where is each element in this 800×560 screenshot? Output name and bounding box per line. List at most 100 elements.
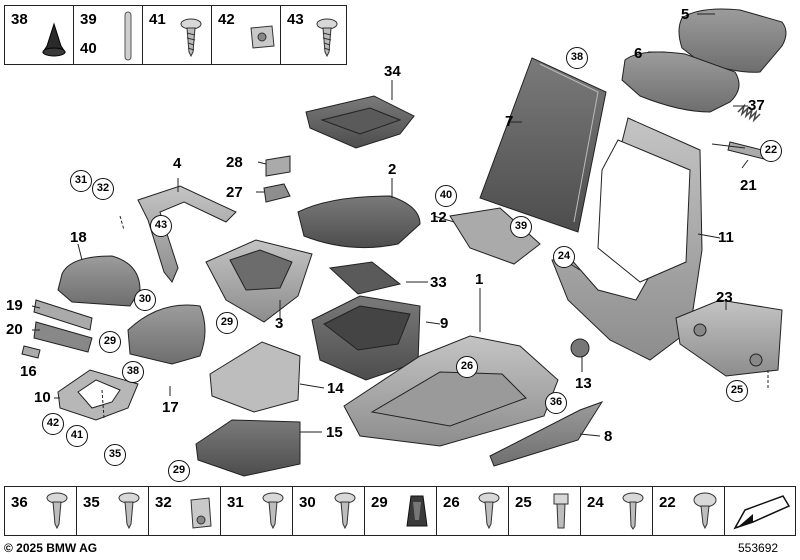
diagram-number: 553692 [738,541,779,555]
strip-cell: 24 [581,487,653,535]
strip-cell: 30 [293,487,365,535]
callout-label: 3 [275,315,284,332]
clip-16 [21,345,41,359]
part-number: 25 [515,494,532,511]
screw-icon [262,492,284,530]
tray-15 [195,419,301,477]
leader-lines [31,13,769,437]
callout-label: 18 [70,229,87,246]
callout-circle: 38 [122,361,144,383]
callout-label: 9 [440,315,449,332]
screw-icon [316,18,338,58]
copyright: © 2025 BMW AG [4,541,98,555]
screw-icon [693,492,717,530]
callout-label: 6 [634,45,643,62]
callout-label: 20 [6,321,23,338]
callout-label: 10 [34,389,51,406]
part-number: 26 [443,494,460,511]
strip-cell: 38 [5,6,74,64]
part-number: 40 [80,40,97,57]
carrier-14 [209,341,301,413]
screw-icon [478,492,500,530]
part-number: 41 [149,11,166,28]
strip-cell: 26 [437,487,509,535]
clip-nut-icon [250,25,275,49]
trim-frame [137,185,237,283]
callout-label: 14 [327,380,344,397]
callout-circle: 24 [553,246,575,268]
strip-cell: 42 [212,6,281,64]
front-lid [57,255,141,307]
callout-circle: 32 [92,178,114,200]
strip-cell [725,487,797,535]
armrest-lid-cover [678,8,787,73]
bolt-13 [570,338,590,358]
callout-circle: 36 [545,392,567,414]
trim-strip-20 [33,321,93,353]
part-number: 30 [299,494,316,511]
callout-label: 28 [226,154,243,171]
strip-cell: 43 [281,6,348,64]
armrest-pad [297,195,421,249]
callout-label: 34 [384,63,401,80]
fastener-strip-bottom: 36 35 32 31 30 29 26 25 [4,486,796,536]
callout-label: 21 [740,177,757,194]
callout-label: 37 [748,97,765,114]
strip-cell: 22 [653,487,725,535]
callout-circle: 42 [42,413,64,435]
bracket-12 [449,207,541,265]
callout-circle: 29 [168,460,190,482]
callout-circle: 41 [66,425,88,447]
clip-nut-icon [190,497,212,529]
callout-circle: 29 [216,312,238,334]
callout-circle: 30 [134,289,156,311]
strip-cell: 29 [365,487,437,535]
callout-label: 33 [430,274,447,291]
fastener-strip-top: 38 39 40 41 42 [4,5,347,65]
callout-label: 2 [388,161,397,178]
callout-circle: 31 [70,170,92,192]
part-number: 35 [83,494,100,511]
screw-icon [622,492,644,530]
callout-label: 13 [575,375,592,392]
part-number: 38 [11,11,28,28]
callout-label: 23 [716,289,733,306]
part-number: 36 [11,494,28,511]
arrow-icon [733,495,791,530]
lid-panel [479,57,607,233]
part-number: 39 [80,11,97,28]
clip-icon [406,495,428,527]
callout-label: 1 [475,271,484,288]
screw-icon [553,493,569,529]
part-number: 43 [287,11,304,28]
side-panel [675,299,783,377]
callout-label: 17 [162,399,179,416]
callout-label: 15 [326,424,343,441]
callout-circle: 22 [760,140,782,162]
screw-icon [334,492,356,530]
strip-cell: 36 [5,487,77,535]
strip-cell: 32 [149,487,221,535]
part-number: 42 [218,11,235,28]
strip-cell: 31 [221,487,293,535]
callout-label: 11 [718,229,734,246]
strip-cell: 41 [143,6,212,64]
callout-label: 12 [430,209,447,226]
part-number: 24 [587,494,604,511]
callout-label: 27 [226,184,243,201]
callout-circle: 39 [510,216,532,238]
strip-cell: 35 [77,487,149,535]
screw-icon [46,492,68,530]
trim-strip-19 [33,299,93,331]
callout-circle: 43 [150,215,172,237]
screw-icon [180,18,202,58]
callout-circle: 26 [456,356,478,378]
callout-label: 19 [6,297,23,314]
screw-icon [118,492,140,530]
part-number: 32 [155,494,172,511]
strip-cell: 39 40 [74,6,143,64]
callout-label: 7 [505,113,514,130]
callout-label: 5 [681,6,690,23]
spring [737,103,761,123]
callout-circle: 35 [104,444,126,466]
